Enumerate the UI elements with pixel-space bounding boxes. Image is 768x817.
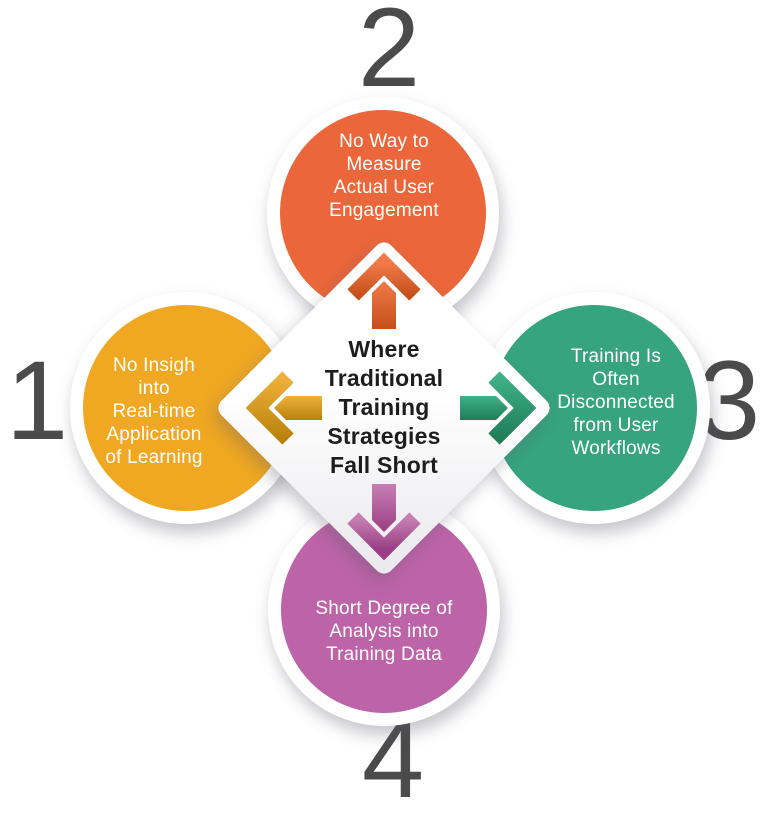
- circle-bottom: [268, 494, 500, 726]
- arrow-left-icon: [245, 371, 322, 445]
- arrow-down-icon: [347, 484, 421, 561]
- step-number-2: 2: [357, 0, 420, 110]
- arrow-right-icon: [460, 371, 537, 445]
- circle-top-label: No Way to Measure Actual User Engagement: [329, 131, 439, 221]
- arrow-up-icon: [347, 252, 421, 329]
- circle-right-label: Training Is Often Disconnected from User…: [557, 346, 675, 459]
- circle-left-label: No Insigh into Real-time Application of …: [105, 355, 203, 468]
- circle-bottom-label: Short Degree of Analysis into Training D…: [315, 598, 453, 665]
- step-number-1: 1: [5, 338, 68, 463]
- center-title: Where Traditional Training Strategies Fa…: [324, 336, 444, 478]
